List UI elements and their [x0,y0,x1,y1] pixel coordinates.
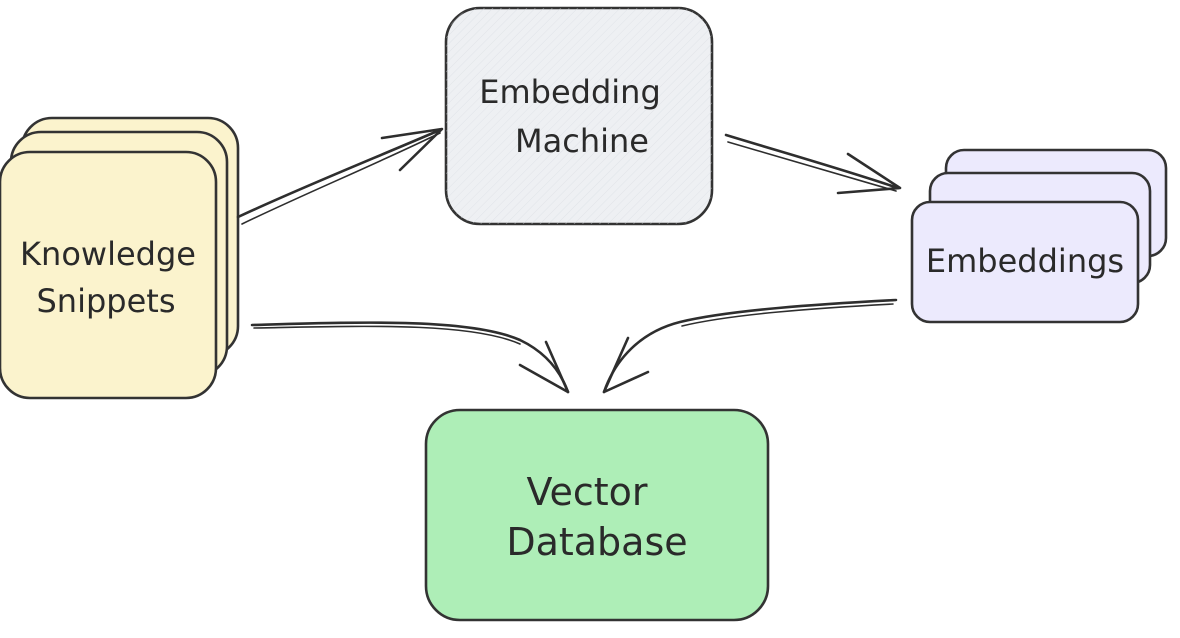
embeddings-node: Embeddings [910,148,1168,324]
arrow-snippets-to-machine [236,127,444,225]
arrow-machine-to-embeddings [724,133,902,195]
embedding-machine-node: Embedding Machine [444,6,714,226]
knowledge-snippets-label-line2: Snippets [36,282,175,320]
embedding-machine-label-line2: Machine [515,122,649,160]
knowledge-snippets-card-front [0,150,218,400]
embeddings-label: Embeddings [926,242,1124,280]
vector-database-box [424,408,770,622]
arrow-snippets-to-database [250,321,570,394]
embeddings-card-front [910,200,1140,324]
embedding-machine-hatch [446,8,712,224]
vector-database-label-line1: Vector [526,470,647,514]
embedding-machine-label-line1: Embedding [479,73,661,111]
arrow-embeddings-to-database [602,298,898,394]
knowledge-snippets-label-line1: Knowledge [20,235,196,273]
vector-database-node: Vector Database [424,408,770,622]
knowledge-snippets-node: Knowledge Snippets [0,116,240,400]
vector-database-label-line2: Database [506,520,687,564]
